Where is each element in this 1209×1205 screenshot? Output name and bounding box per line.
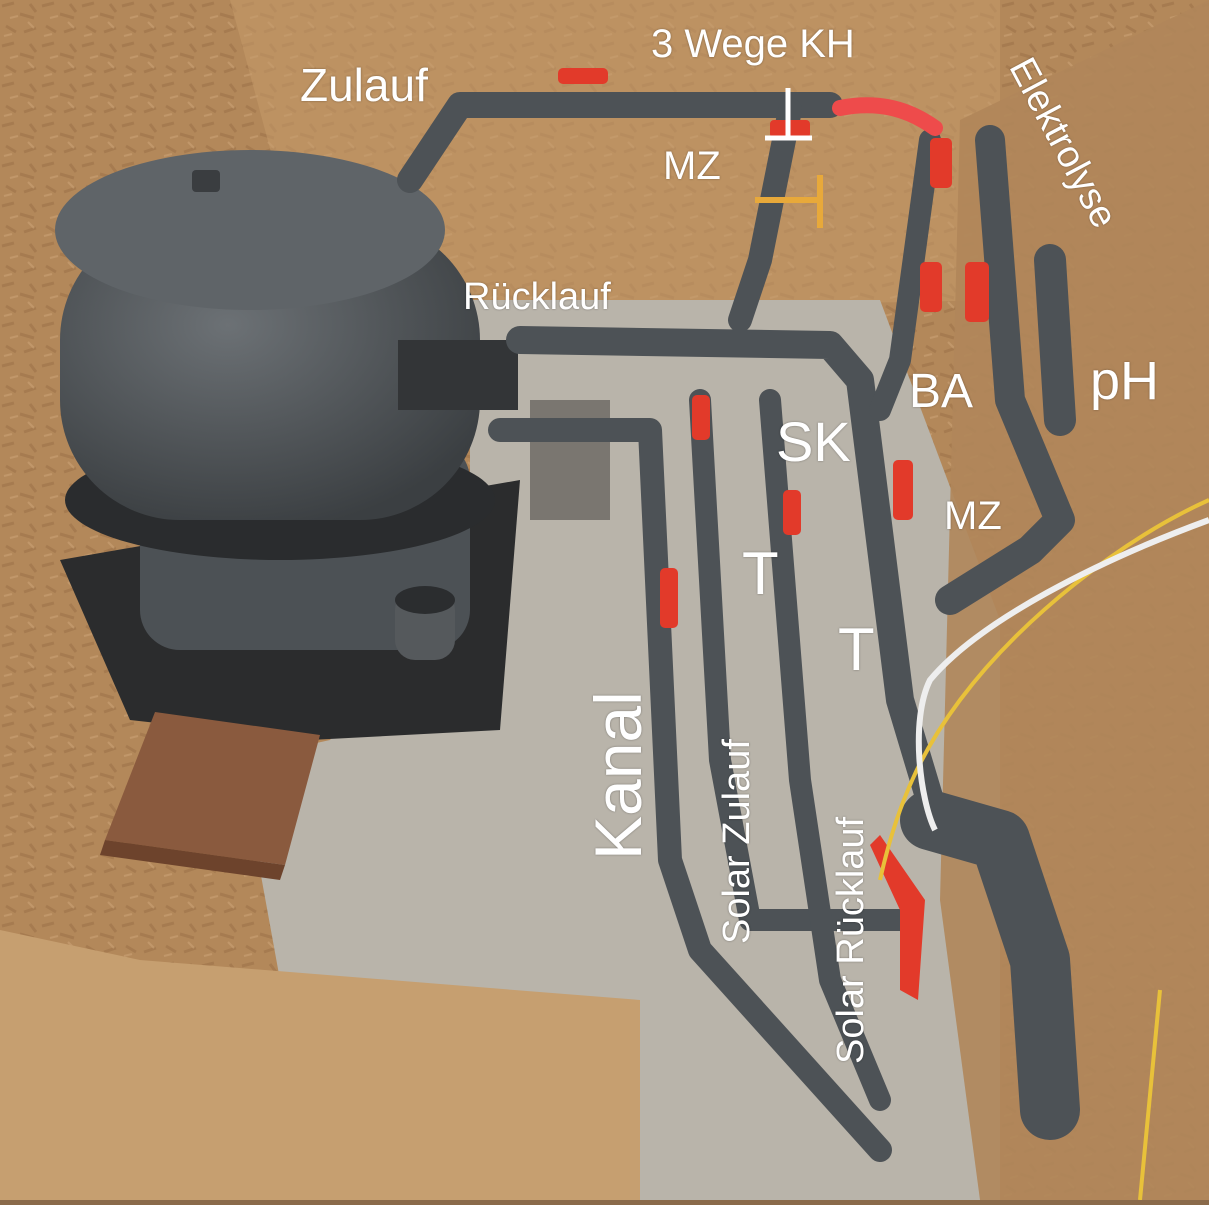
plywood-board <box>0 930 640 1200</box>
cable-icon <box>1138 989 1162 1201</box>
label-mz-right: MZ <box>944 494 1002 538</box>
label-zulauf: Zulauf <box>300 59 428 111</box>
label-sk: SK <box>776 410 851 473</box>
valve-position-marker-white <box>765 88 812 141</box>
label-ruecklauf: Rücklauf <box>463 276 611 318</box>
cardboard-box <box>105 712 320 865</box>
label-mz-top: MZ <box>663 144 721 188</box>
label-t-upper: T <box>742 540 779 607</box>
label-ph: pH <box>1090 351 1160 411</box>
label-3-wege-kh: 3 Wege KH <box>651 22 855 66</box>
filter-tank-icon <box>55 150 518 660</box>
three-way-valve-marker-icon <box>832 97 943 136</box>
cable-icon <box>878 498 1209 881</box>
label-t-lower: T <box>838 616 875 683</box>
label-solar-zulauf: Solar Zulauf <box>716 739 758 944</box>
pipe-network <box>397 92 1080 1162</box>
valve-position-marker-yellow <box>755 175 823 228</box>
label-ba: BA <box>909 365 974 418</box>
ball-valve-icon <box>558 68 989 1000</box>
cable-icon <box>915 517 1209 832</box>
concrete-floor <box>240 300 1000 1200</box>
label-kanal: Kanal <box>581 691 655 860</box>
label-solar-ruecklauf: Solar Rücklauf <box>830 816 872 1064</box>
